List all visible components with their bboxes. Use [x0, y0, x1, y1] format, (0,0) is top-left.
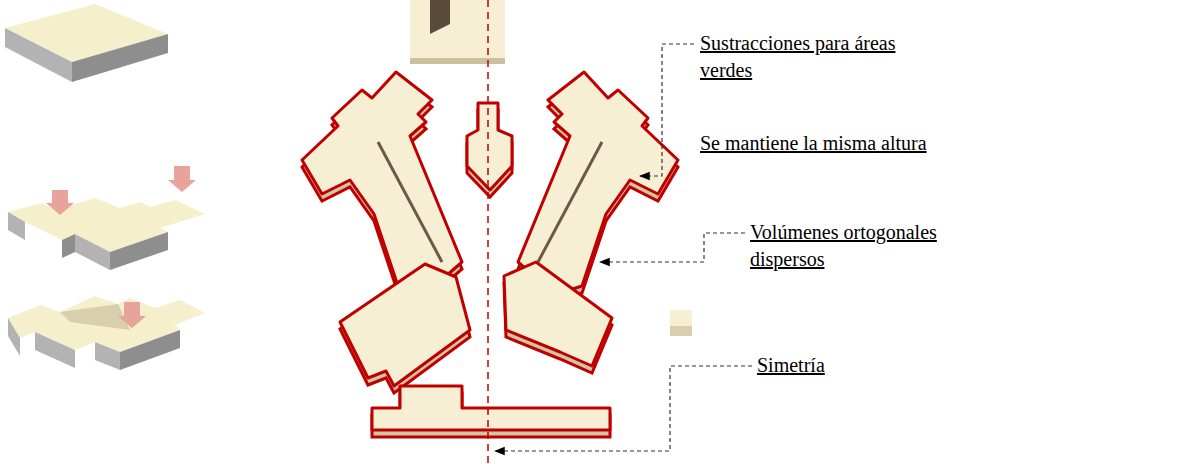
process-slab-grooved [8, 296, 205, 370]
annotation-label: Volúmenes ortogonales dispersos [750, 219, 980, 273]
volume-outline [504, 262, 612, 366]
annotation-label: Sustracciones para áreas verdes [700, 30, 940, 84]
plan-volume [372, 386, 610, 437]
green-area-groove [378, 142, 442, 262]
leader-line [600, 233, 745, 262]
leader-line [495, 366, 752, 451]
plan-volume [504, 262, 612, 373]
volume-outline [302, 72, 462, 296]
plan-volume [467, 103, 512, 197]
volume-outline [340, 264, 470, 386]
top-volume [410, 0, 505, 64]
small-cube [670, 310, 692, 336]
leader-line [640, 44, 694, 176]
process-slab [5, 4, 168, 82]
annotation-label: Simetría [757, 352, 957, 379]
plan-volume [340, 264, 470, 393]
volume-outline [467, 103, 512, 190]
volume-outline [372, 386, 610, 430]
annotation-label: Se mantiene la misma altura [700, 130, 1000, 157]
green-area-groove [538, 142, 602, 262]
plan-volumes [302, 72, 678, 437]
symmetry-axis [487, 0, 489, 464]
process-slab-subtracted [8, 166, 205, 270]
leader-lines [495, 44, 752, 451]
